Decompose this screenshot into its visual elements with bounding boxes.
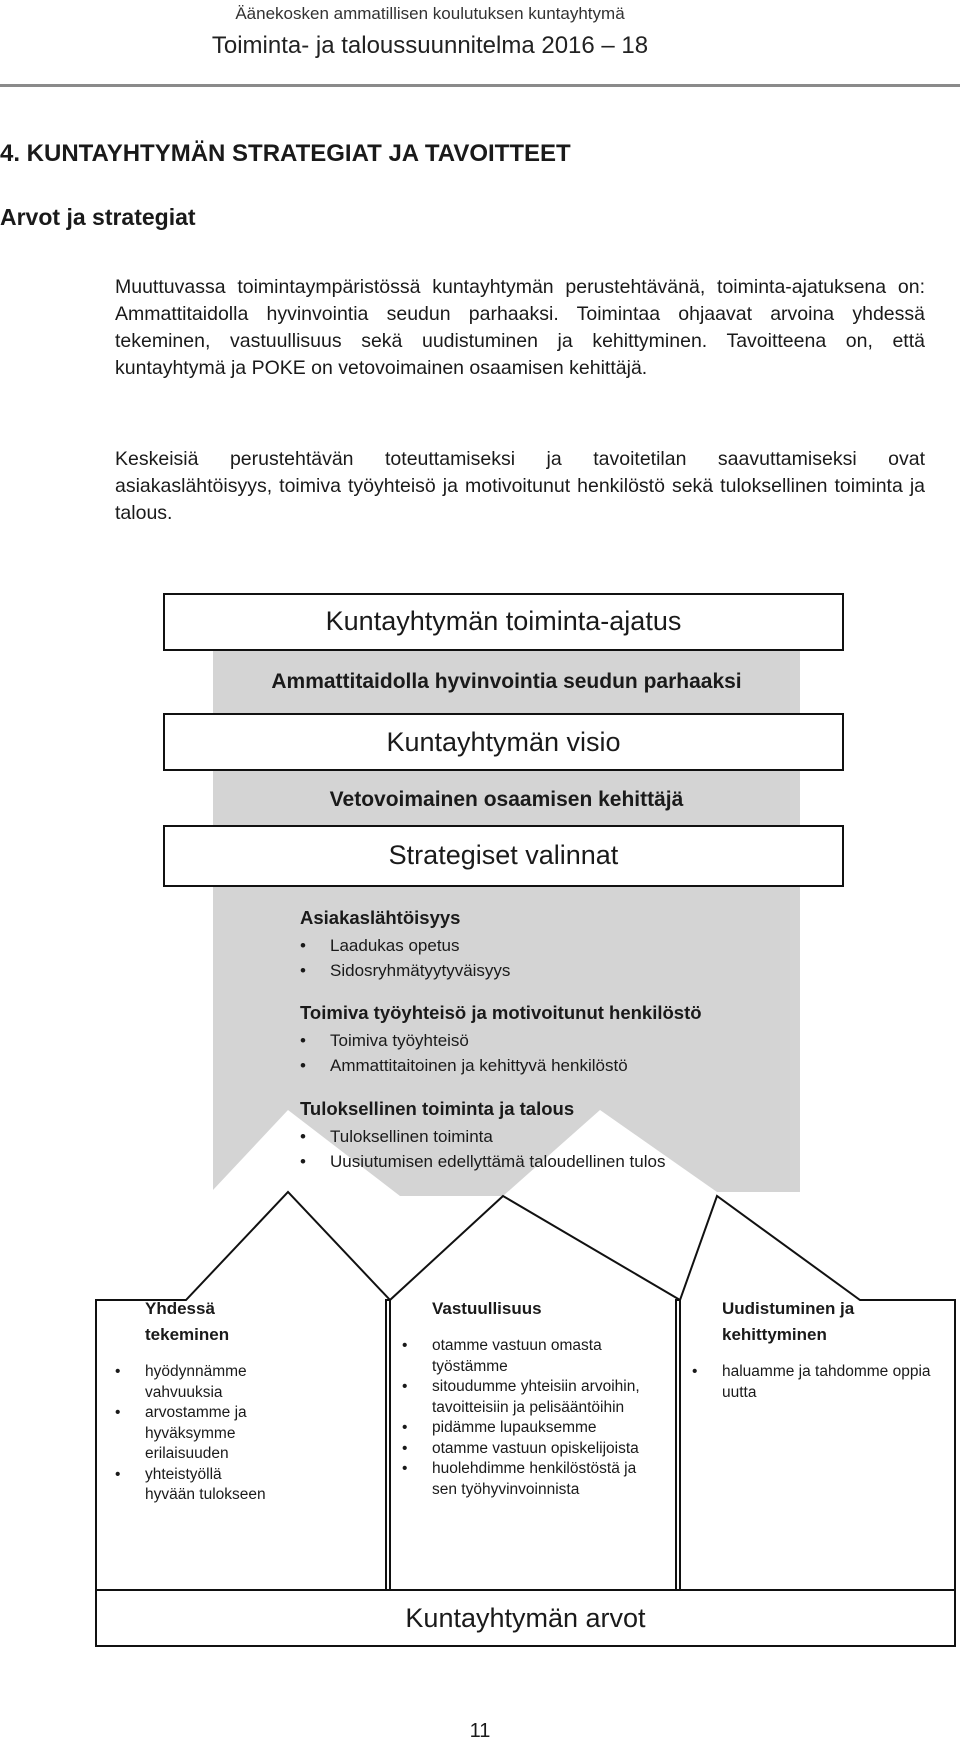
strategy-heading: Tuloksellinen toiminta ja talous [300,1098,575,1119]
value-item: sitoudumme yhteisiin arvoihin, tavoittei… [400,1377,650,1418]
value-heading: Uudistuminen ja kehittyminen [722,1299,855,1344]
section-subheading: Arvot ja strategiat [0,204,196,230]
value-item: arvostamme ja hyväksymme erilaisuuden [113,1403,273,1465]
values-caption: Kuntayhtymän arvot [405,1603,646,1633]
value-item: haluamme ja tahdomme oppia uutta [690,1362,940,1403]
value-heading: Yhdessä tekeminen [145,1299,230,1344]
mission-text: Ammattitaidolla hyvinvointia seudun parh… [271,670,742,693]
vision-text: Vetovoimainen osaamisen kehittäjä [329,788,684,811]
organization-name: Äänekosken ammatillisen koulutuksen kunt… [235,4,625,23]
strategy-item: Ammattitaitoinen ja kehittyvä henkilöstö [300,1053,702,1078]
vision-caption: Kuntayhtymän visio [386,727,621,757]
key-factors-paragraph: Keskeisiä perustehtävän toteuttamiseksi … [115,448,925,524]
value-item: otamme vastuun opiskelijoista [400,1439,650,1460]
header-divider [0,84,960,87]
strategy-group: Asiakaslähtöisyys Laadukas opetus Sidosr… [300,907,510,983]
strategy-item: Sidosryhmätyytyväisyys [300,958,510,983]
value-column-center: Vastuullisuus otamme vastuun omasta työs… [400,1296,650,1500]
strategy-item: Toimiva työyhteisö [300,1028,702,1053]
strategy-caption: Strategiset valinnat [388,840,619,870]
value-column-right: Uudistuminen ja kehittyminen haluamme ja… [690,1296,940,1403]
document-title: Toiminta- ja taloussuunnitelma 2016 – 18 [211,32,649,59]
section-heading: 4. KUNTAYHTYMÄN STRATEGIAT JA TAVOITTEET [0,140,571,167]
mission-caption: Kuntayhtymän toiminta-ajatus [325,606,682,636]
value-column-left: Yhdessä tekeminen hyödynnämme vahvuuksia… [113,1296,273,1506]
value-item: pidämme lupauksemme [400,1418,650,1439]
strategy-group: Tuloksellinen toiminta ja talous Tulokse… [300,1098,665,1174]
value-heading: Vastuullisuus [432,1299,542,1318]
value-item: hyödynnämme vahvuuksia [113,1362,273,1403]
strategy-group: Toimiva työyhteisö ja motivoitunut henki… [300,1002,702,1078]
strategy-item: Laadukas opetus [300,933,510,958]
value-item: otamme vastuun omasta työstämme [400,1336,650,1377]
strategy-heading: Asiakaslähtöisyys [300,907,461,928]
intro-paragraph: Muuttuvassa toimintaympäristössä kuntayh… [115,276,925,379]
value-item: yhteistyöllä hyvään tulokseen [113,1465,273,1506]
page-number: 11 [469,1720,491,1742]
value-item: huolehdimme henkilöstöstä ja sen työhyvi… [400,1459,650,1500]
strategy-item: Tuloksellinen toiminta [300,1124,665,1149]
strategy-item: Uusiutumisen edellyttämä taloudellinen t… [300,1149,665,1174]
strategy-heading: Toimiva työyhteisö ja motivoitunut henki… [300,1002,702,1023]
